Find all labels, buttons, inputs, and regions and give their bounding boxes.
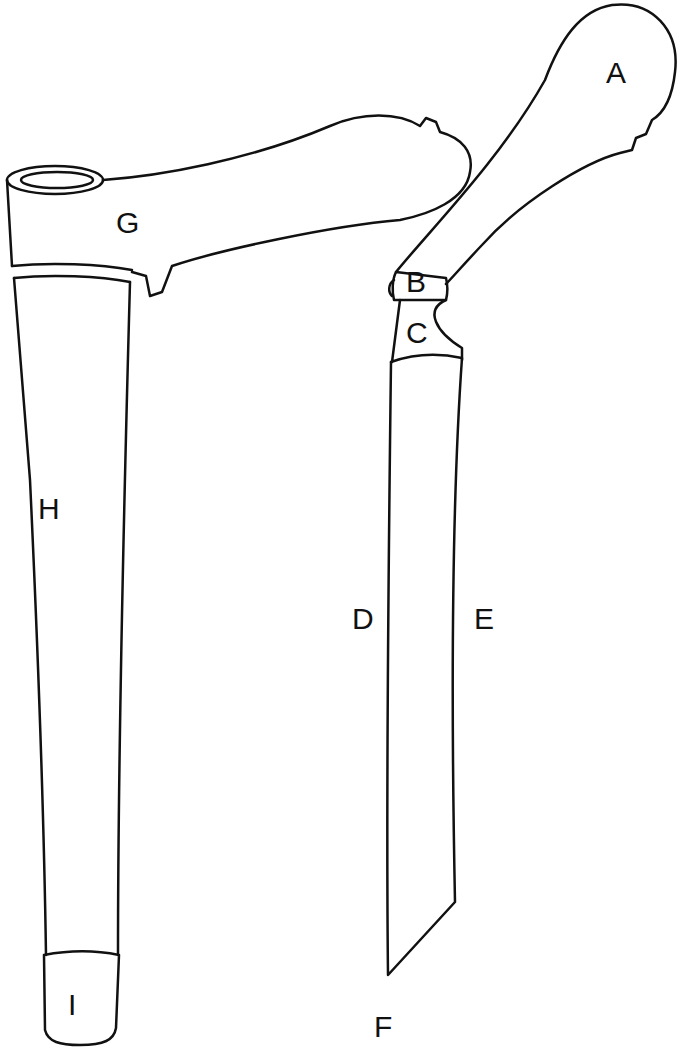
sheath-band bbox=[12, 264, 132, 282]
sheath-mouth bbox=[7, 166, 103, 194]
part-letter: C bbox=[406, 318, 428, 348]
sheath-mouth-inner bbox=[21, 172, 93, 188]
ferrule-lip bbox=[389, 280, 394, 296]
part-letter: I bbox=[68, 990, 76, 1020]
knife-blade bbox=[387, 358, 462, 975]
part-letter: E bbox=[474, 604, 494, 634]
sheath-top bbox=[7, 116, 471, 297]
part-letter: B bbox=[406, 267, 426, 297]
knife-handle bbox=[396, 4, 676, 284]
part-letter: D bbox=[352, 604, 374, 634]
sheath-body bbox=[14, 278, 130, 955]
sheath-tip bbox=[44, 951, 119, 1045]
part-letter: G bbox=[116, 208, 139, 238]
part-letter: A bbox=[606, 58, 626, 88]
blade-bolster bbox=[391, 300, 462, 362]
part-letter: H bbox=[38, 494, 60, 524]
part-letter: F bbox=[374, 1012, 392, 1042]
